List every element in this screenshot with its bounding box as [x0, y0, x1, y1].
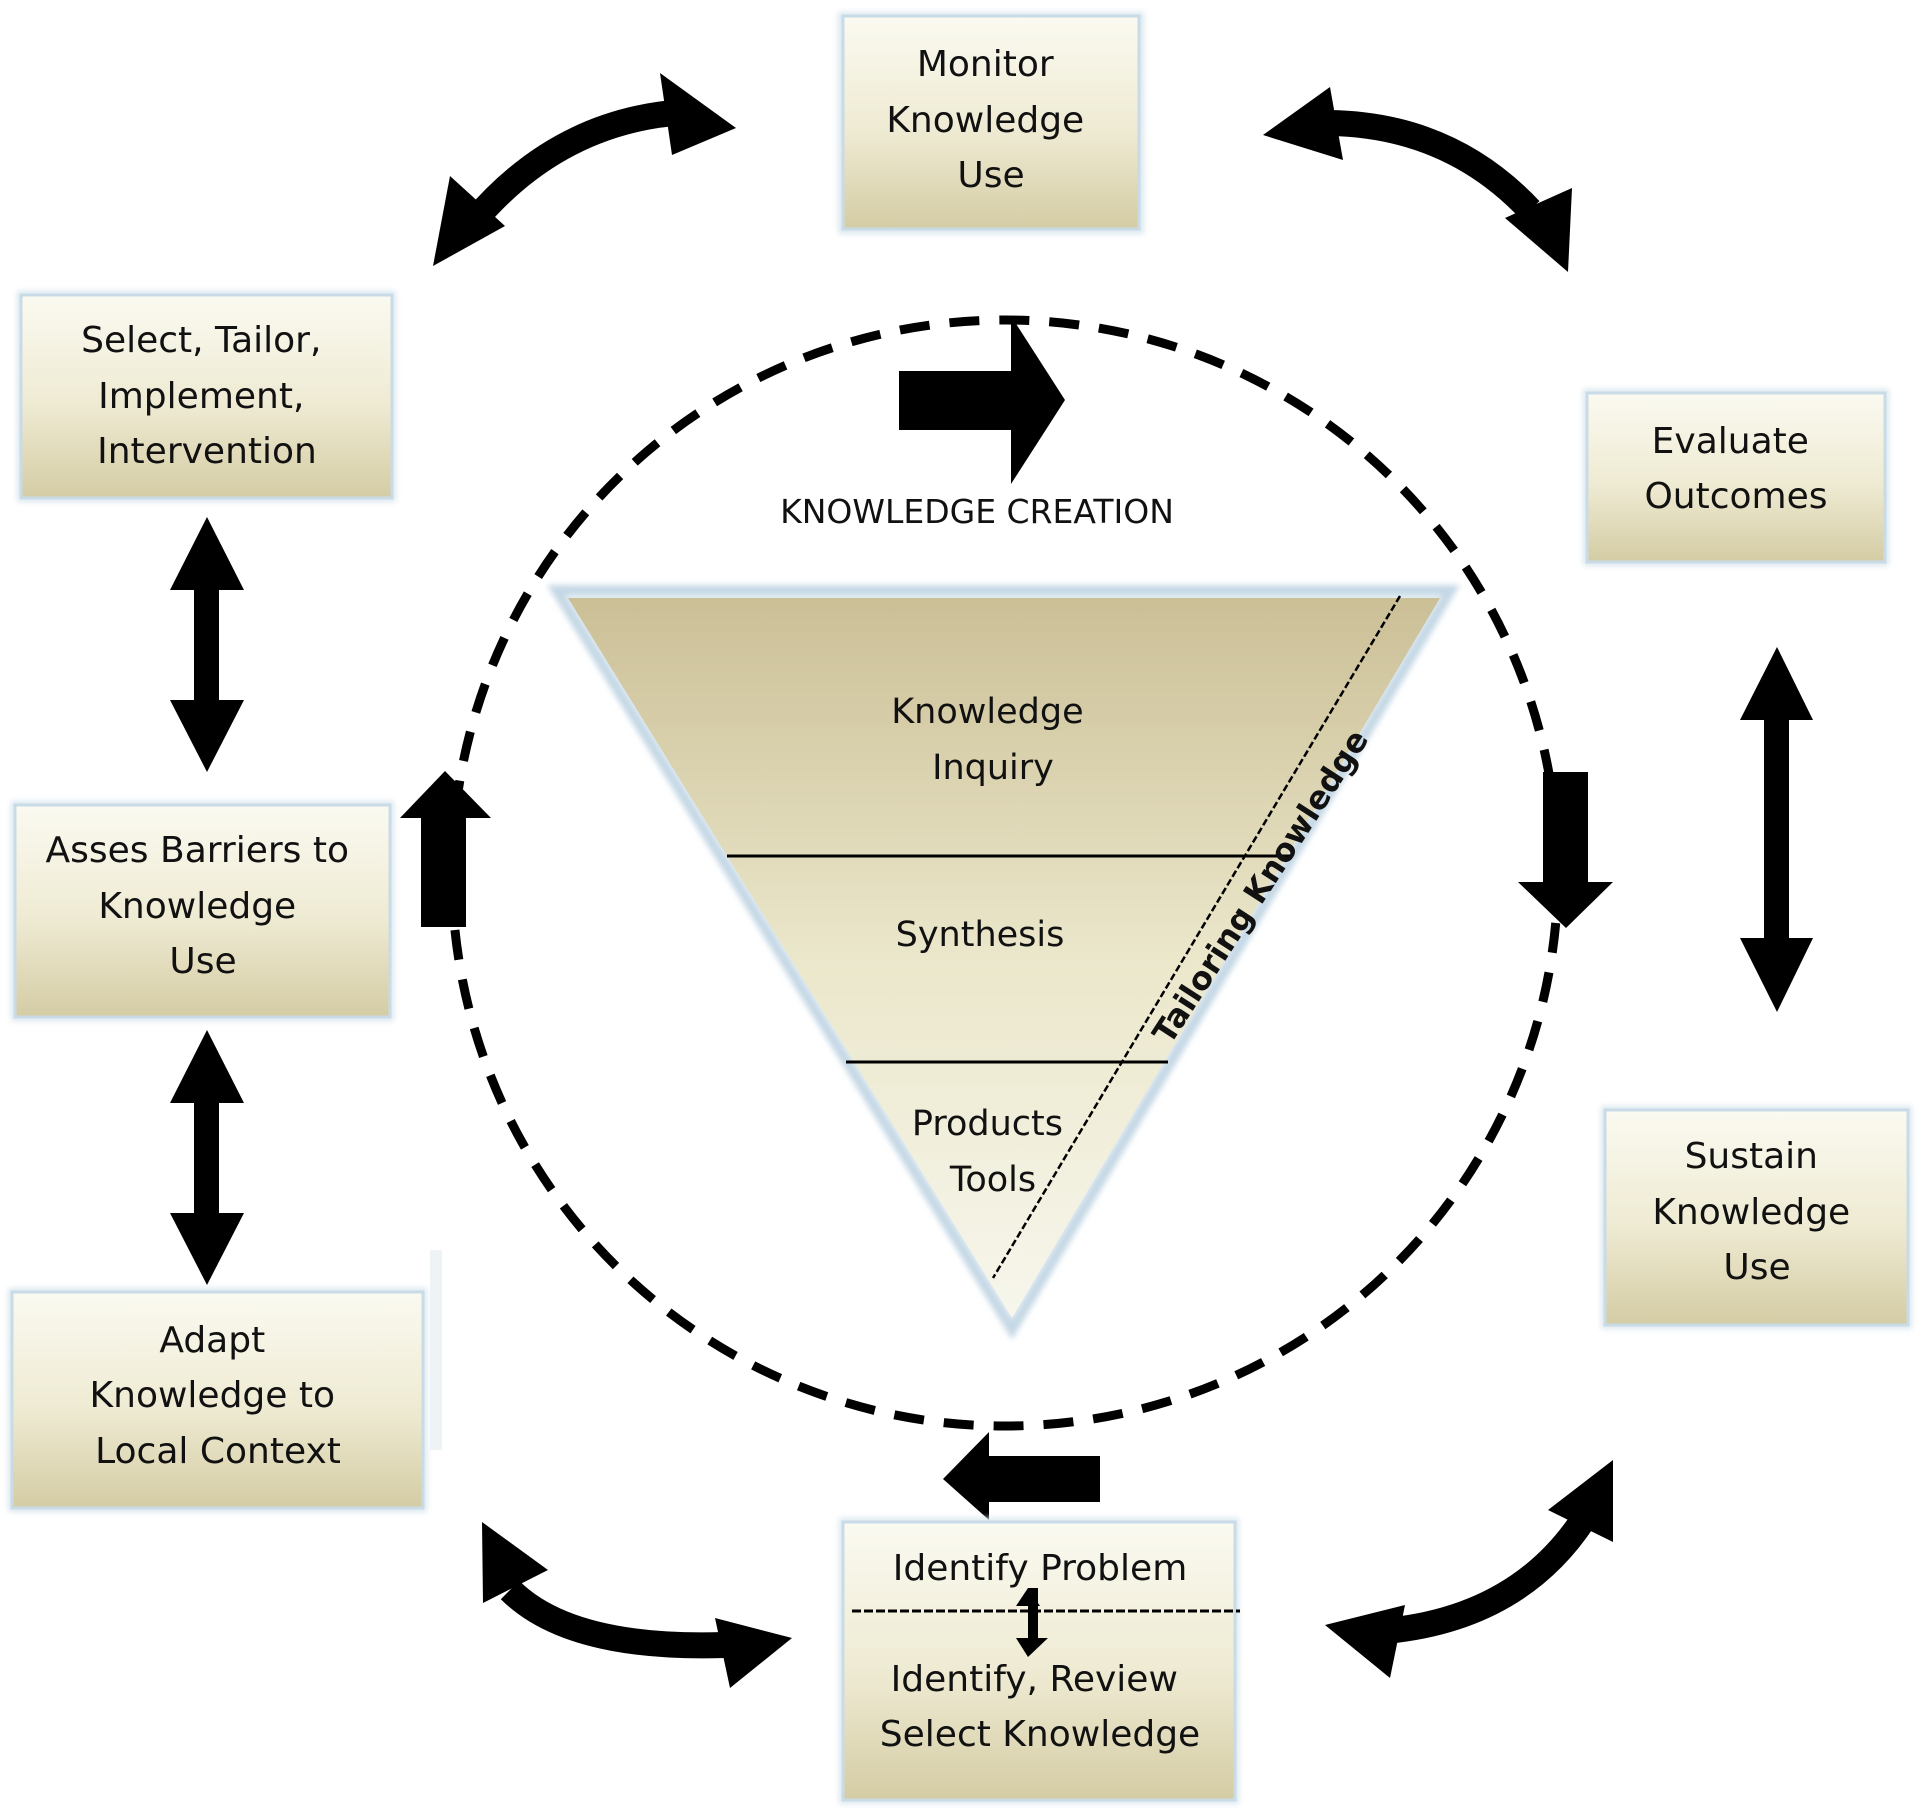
identify-internal-double-arrow: [1016, 1588, 1048, 1657]
svg-text:Adapt Knowledge to: Adapt Knowledge to Local Context: [90, 1320, 347, 1472]
double-arrow-evaluate-sustain: [1740, 647, 1813, 1012]
double-arrow-select-assess: [170, 517, 244, 772]
cycle-arrow-down-right: [1518, 772, 1613, 928]
svg-text:Sustain Knowledge: Sustain Knowledge Use: [1652, 1136, 1861, 1288]
svg-text:Evaluate Outcomes: Evaluate Outcomes: [1644, 421, 1827, 517]
curved-double-arrow-monitor-evaluate: [1263, 87, 1572, 272]
funnel-level-products-tools: Products Tools: [912, 1104, 1074, 1200]
box-evaluate-outcomes: Evaluate Outcomes: [1583, 389, 1889, 566]
cycle-arrow-up-left: [400, 771, 491, 927]
box-identify-problem-knowledge: Identify Problem Identify, Review Select…: [839, 1518, 1240, 1804]
svg-text:Select, Tailor, Implemen: Select, Tailor, Implement, Intervention: [81, 320, 333, 472]
box-select-tailor-implement: Select, Tailor, Implement, Intervention: [17, 291, 396, 502]
curved-double-arrow-sustain-identify: [1325, 1460, 1613, 1678]
box-monitor-knowledge-use: Monitor Knowledge Use: [838, 12, 1144, 234]
funnel-level-knowledge-inquiry: Knowledge Inquiry: [891, 692, 1095, 788]
knowledge-creation-funnel: [547, 585, 1460, 1340]
box-adapt-knowledge-local-context: Adapt Knowledge to Local Context: [8, 1250, 442, 1512]
tailoring-dashed-line: [991, 595, 1402, 1279]
curved-double-arrow-adapt-identify: [482, 1522, 792, 1688]
svg-text:Monitor Knowledge: Monitor Knowledge Use: [886, 44, 1095, 196]
funnel-level-synthesis: Synthesis: [896, 915, 1065, 955]
knowledge-creation-heading: KNOWLEDGE CREATION: [780, 492, 1174, 531]
double-arrow-assess-adapt: [170, 1030, 244, 1285]
svg-text:Asses Barriers to Knowle: Asses Barriers to Knowledge Use: [46, 830, 361, 982]
cycle-arrow-right-top: [899, 316, 1065, 484]
curved-double-arrow-select-monitor: [433, 73, 736, 266]
svg-text:Identify, Review Select: Identify, Review Select Knowledge: [880, 1659, 1200, 1755]
identify-problem-label: Identify Problem: [893, 1548, 1188, 1589]
box-assess-barriers: Asses Barriers to Knowledge Use: [11, 801, 394, 1021]
cycle-arrow-left-bottom: [943, 1432, 1100, 1520]
box-sustain-knowledge-use: Sustain Knowledge Use: [1601, 1106, 1912, 1329]
